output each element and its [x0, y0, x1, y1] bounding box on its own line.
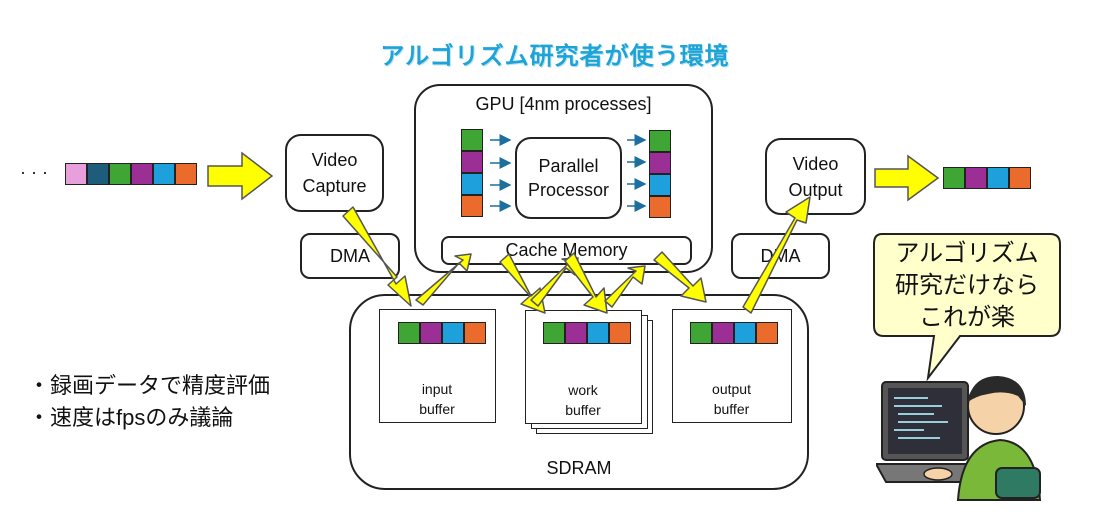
pixels-gpu-in — [461, 129, 483, 217]
pixel-blue — [649, 174, 671, 196]
pixel-green — [943, 167, 965, 189]
pixel-purple — [420, 322, 442, 344]
dma-left: DMA — [300, 233, 400, 279]
pixel-purple — [965, 167, 987, 189]
pixel-orange — [464, 322, 486, 344]
cache-memory-label: Cache Memory — [505, 240, 628, 260]
bullet-item: ・速度はfpsのみ議論 — [28, 405, 234, 430]
pixel-orange — [461, 195, 483, 217]
pixel-green — [109, 163, 131, 185]
researcher-illustration — [876, 376, 1042, 501]
sdram-label: SDRAM — [546, 458, 612, 478]
cache-memory: Cache Memory — [441, 236, 692, 265]
parallel-processor: Parallel Processor — [515, 137, 622, 219]
pixel-purple — [565, 322, 587, 344]
pixel-green — [543, 322, 565, 344]
input-dots: · · · — [20, 162, 48, 182]
input-block-arrow — [207, 151, 274, 201]
video-output-label: Video Output — [788, 153, 843, 200]
pixel-orange — [175, 163, 197, 185]
pixels-output-stream — [943, 167, 1031, 189]
pixel-purple — [649, 152, 671, 174]
pixel-green — [398, 322, 420, 344]
pixel-purple — [131, 163, 153, 185]
pixel-purple — [461, 151, 483, 173]
bullet-list: ・録画データで精度評価 ・速度はfpsのみ議論 — [28, 370, 270, 434]
dma-right-label: DMA — [760, 245, 801, 266]
pixel-orange — [756, 322, 778, 344]
pixels-work-buffer — [543, 322, 631, 344]
pixel-pink — [65, 163, 87, 185]
input-buffer-label: input buffer — [419, 381, 455, 417]
pixel-orange — [649, 196, 671, 218]
pixel-blue — [987, 167, 1009, 189]
pixel-blue — [734, 322, 756, 344]
pixel-green — [461, 129, 483, 151]
video-capture: Video Capture — [285, 134, 384, 212]
pixel-orange — [1009, 167, 1031, 189]
speech-bubble-text: アルゴリズム 研究だけなら これが楽 — [895, 240, 1039, 331]
diagram-title: アルゴリズム研究者が使う環境 — [380, 43, 730, 70]
dma-right: DMA — [731, 233, 830, 279]
pixels-input-stream — [65, 163, 197, 185]
pixels-input-buffer — [398, 322, 486, 344]
pixel-purple — [712, 322, 734, 344]
gpu-label: GPU [4nm processes] — [475, 94, 652, 114]
pixel-green — [649, 130, 671, 152]
speech-bubble-shape — [873, 233, 1061, 382]
pixels-gpu-out — [649, 130, 671, 218]
video-output: Video Output — [765, 138, 866, 215]
pixel-blue — [153, 163, 175, 185]
output-buffer-label: output buffer — [712, 381, 751, 417]
pixel-blue — [587, 322, 609, 344]
pixel-blue — [461, 173, 483, 195]
dma-left-label: DMA — [330, 245, 370, 266]
pixels-output-buffer — [690, 322, 778, 344]
pixel-green — [690, 322, 712, 344]
video-capture-label: Video Capture — [302, 150, 367, 196]
bullet-item: ・録画データで精度評価 — [28, 373, 271, 398]
pixel-orange — [609, 322, 631, 344]
parallel-processor-label: Parallel Processor — [527, 156, 610, 200]
work-buffer-label: work buffer — [565, 382, 601, 418]
output-block-arrow — [874, 154, 940, 202]
pixel-blue — [442, 322, 464, 344]
pixel-navy — [87, 163, 109, 185]
